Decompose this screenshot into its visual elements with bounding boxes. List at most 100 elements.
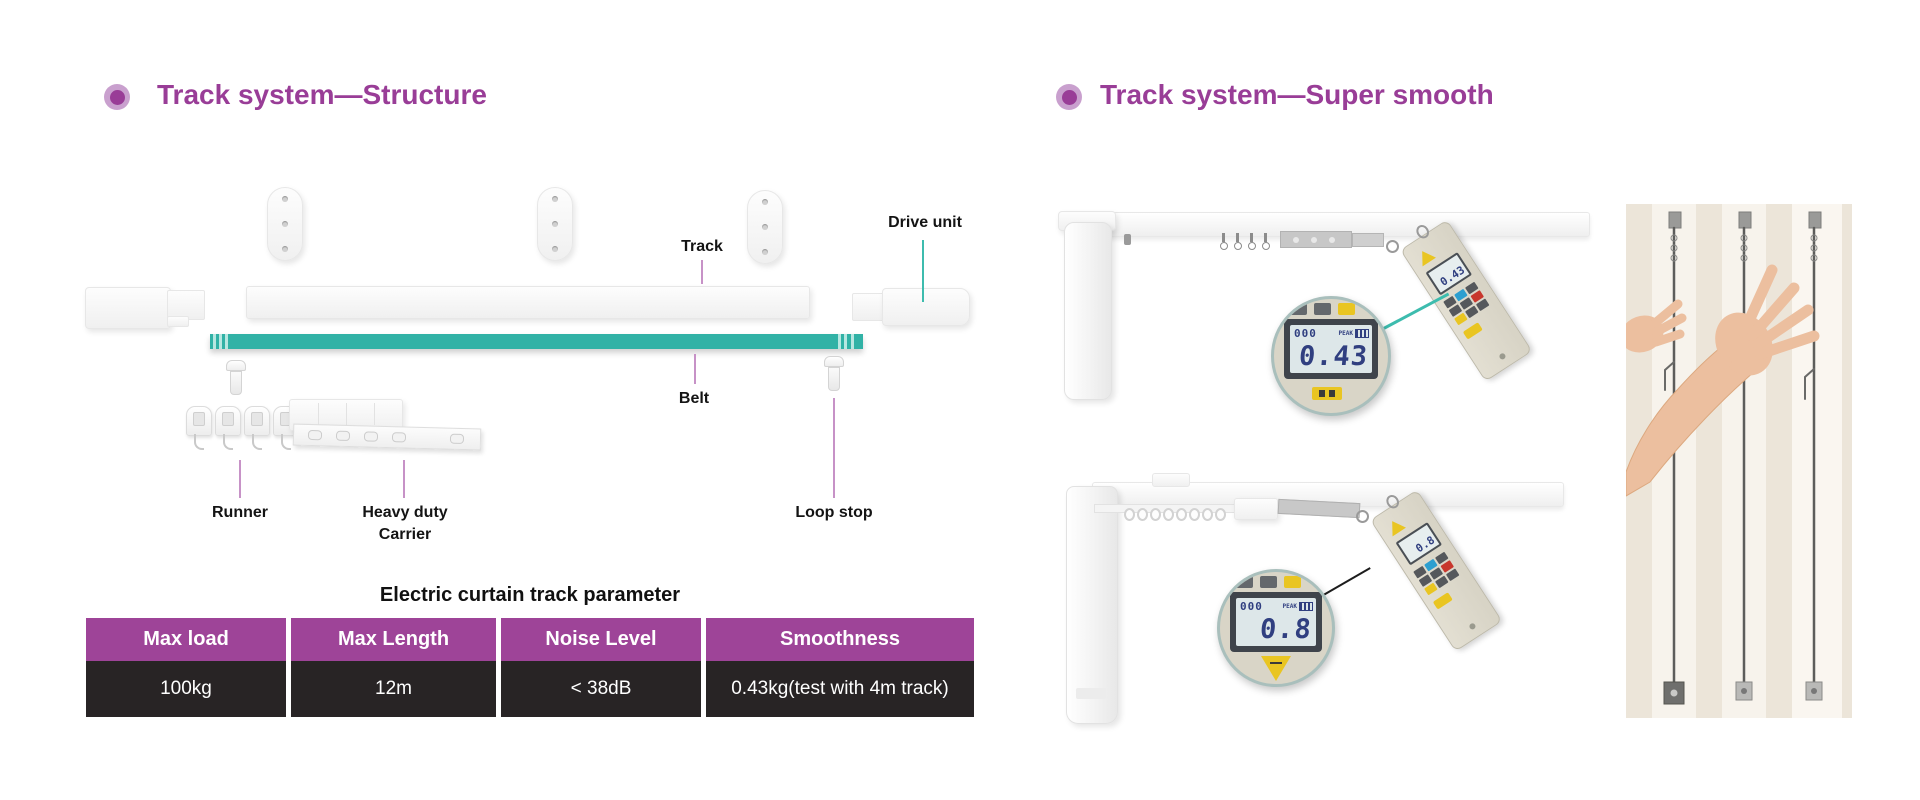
hook-link <box>1356 510 1369 523</box>
runner-hook <box>194 434 204 450</box>
carrier-plate <box>292 423 482 451</box>
value-max-length: 12m <box>291 661 496 717</box>
force-gauge: 0.8 <box>1370 489 1503 652</box>
value-smoothness: 0.43kg(test with 4m track) <box>706 661 974 717</box>
lcd-reading: 0.43 <box>1297 341 1370 372</box>
arm-and-hand <box>1620 264 1820 497</box>
mounting-bracket <box>747 190 783 264</box>
track-label: Track <box>681 238 723 255</box>
screw-icon <box>552 246 558 252</box>
lcd-status-group: PEAK <box>1339 329 1369 338</box>
lcd-top-row: 000 PEAK <box>1294 327 1369 340</box>
runner-pointer-line <box>239 460 241 498</box>
bullet-dot-icon <box>1061 89 1077 105</box>
screw-icon <box>282 221 288 227</box>
lcd-bezel: 000 PEAK 0.8 <box>1230 592 1322 652</box>
inset-key <box>1260 576 1277 588</box>
bullet-icon <box>1056 84 1082 110</box>
screw-part <box>1124 234 1131 245</box>
screw-icon <box>762 199 768 205</box>
screw-icon <box>762 249 768 255</box>
inset-pointer-line <box>1319 567 1371 598</box>
inset-key <box>1290 303 1307 315</box>
belt-label: Belt <box>678 390 710 407</box>
screw-icon <box>282 246 288 252</box>
carrier-pointer-line <box>403 460 405 498</box>
screw-icon <box>282 196 288 202</box>
gauge-lcd-reading: 0.43 <box>1437 263 1468 289</box>
parameter-table: Max load Max Length Noise Level Smoothne… <box>86 618 974 717</box>
gauge-lcd-reading: 0.8 <box>1413 533 1438 556</box>
runner-slot <box>251 412 263 426</box>
carrier-hole <box>449 433 465 445</box>
inset-keys <box>1236 576 1301 588</box>
mounting-bracket <box>267 187 303 261</box>
lcd-counter: 000 <box>1294 327 1317 340</box>
table-data-row: 100kg 12m < 38dB 0.43kg(test with 4m tra… <box>86 661 974 717</box>
runner-pin <box>1248 233 1256 250</box>
warning-sticker-icon <box>1415 246 1436 267</box>
bullet-icon <box>104 84 130 110</box>
runner-pin <box>1220 233 1228 250</box>
loop-stop-part <box>226 360 246 395</box>
sticker-mark <box>1319 390 1325 397</box>
carrier-label-line1: Heavy duty <box>362 504 448 521</box>
carrier-hole <box>391 432 407 443</box>
runner-pin <box>1234 233 1242 250</box>
loop-stop-cap <box>824 356 844 367</box>
loop-stop-cap <box>226 360 246 371</box>
carrier-hole <box>307 429 323 441</box>
motor-label-band <box>1076 688 1106 699</box>
mounting-bracket <box>537 187 573 261</box>
magnifier-inset-top: 000 PEAK 0.43 <box>1271 296 1391 416</box>
hand-photo <box>1620 204 1852 718</box>
battery-icon <box>1355 329 1369 338</box>
metal-arm <box>1277 498 1361 519</box>
runner-ring <box>1124 508 1135 521</box>
motor-top <box>1064 222 1112 400</box>
yellow-sticker <box>1312 387 1342 400</box>
warning-triangle-icon <box>1261 656 1291 681</box>
runner-hook <box>281 434 291 450</box>
runner-hook <box>252 434 262 450</box>
runner-ring <box>1176 508 1187 521</box>
bullet-dot-icon <box>109 89 125 105</box>
belt-stripe <box>844 334 847 349</box>
runner-ring <box>1215 508 1226 521</box>
inset-keys <box>1290 303 1355 315</box>
magnifier-inset-bottom: 000 PEAK 0.8 <box>1217 569 1335 687</box>
inset-key <box>1236 576 1253 588</box>
belt-stripe <box>851 334 854 349</box>
loop-stop-label: Loop stop <box>795 504 873 521</box>
runner-part <box>215 406 241 450</box>
drive-unit-label: Drive unit <box>888 214 962 231</box>
runner-ring <box>1189 508 1200 521</box>
drive-unit-pointer-line <box>922 240 924 302</box>
inset-key-yellow <box>1338 303 1355 315</box>
runner-ring <box>1150 508 1161 521</box>
runner-hook <box>223 434 233 450</box>
header-max-length: Max Length <box>291 618 496 661</box>
runner-ring <box>1137 508 1148 521</box>
screw-icon <box>552 196 558 202</box>
loop-stop-pointer-line <box>833 398 835 498</box>
gauge-port <box>1498 352 1507 361</box>
table-header-row: Max load Max Length Noise Level Smoothne… <box>86 618 974 661</box>
runner-ring <box>1163 508 1174 521</box>
lcd-reading: 0.8 <box>1258 614 1314 645</box>
belt-stripe <box>219 334 222 349</box>
carrier-ridge <box>346 403 347 425</box>
hand-photo-svg <box>1620 204 1852 718</box>
screw-icon <box>762 224 768 230</box>
left-section-title: Track system—Structure <box>157 79 487 110</box>
runner-slot <box>193 412 205 426</box>
runner-part <box>186 406 212 450</box>
lcd-bezel: 000 PEAK 0.43 <box>1284 319 1378 379</box>
header-smoothness: Smoothness <box>706 618 974 661</box>
belt-stripe <box>213 334 216 349</box>
inset-key <box>1314 303 1331 315</box>
inset-pointer-line <box>1377 292 1450 333</box>
track-pointer-line <box>701 260 703 284</box>
drive-unit-tab <box>852 293 886 321</box>
lcd-screen: 000 PEAK 0.43 <box>1290 325 1372 373</box>
